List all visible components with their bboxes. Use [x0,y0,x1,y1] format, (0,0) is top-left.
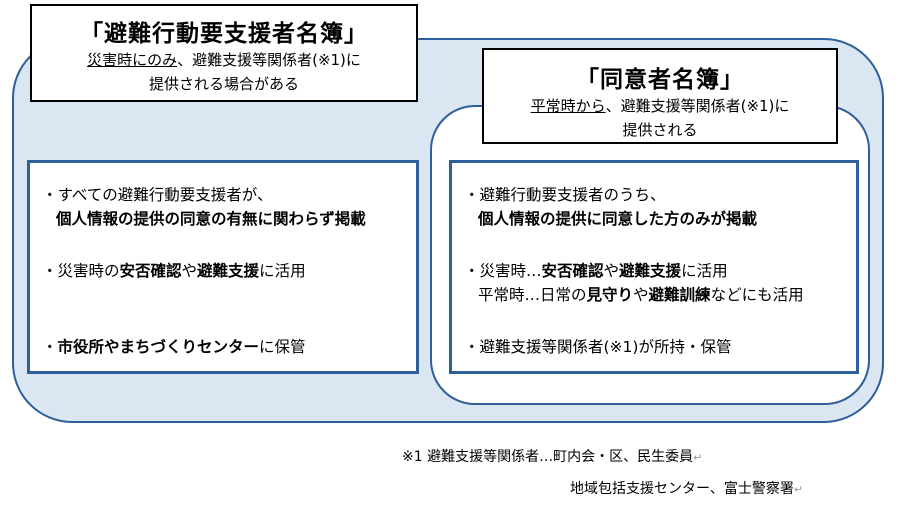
left-item-3: ・市役所やまちづくりセンターに保管 [42,338,306,356]
subtitle-underlined: 災害時にのみ [87,51,178,69]
left-item-2: ・災害時の安否確認や避難支援に活用 [42,262,306,280]
right-item-3: ・避難支援等関係者(※1)が所持・保管 [464,338,732,356]
subtitle-line2: 提供される [622,121,698,139]
evacuation-list-details: ・すべての避難行動要支援者が、 個人情報の提供の同意の有無に関わらず掲載 ・災害… [27,160,419,374]
subtitle-underlined: 平常時から [530,97,606,115]
consent-list-subtitle: 平常時から、避難支援等関係者(※1)に 提供される [484,94,836,142]
consent-list-details: ・避難行動要支援者のうち、 個人情報の提供に同意した方のみが掲載 ・災害時…安否… [449,160,859,374]
consent-list-title: 「同意者名簿」 [576,67,744,93]
consent-list-title-box: 「同意者名簿」 平常時から、避難支援等関係者(※1)に 提供される [482,48,838,144]
footnote-line-1: ※1 避難支援等関係者…町内会・区、民生委員↵ [402,449,703,465]
left-item-1: ・すべての避難行動要支援者が、 個人情報の提供の同意の有無に関わらず掲載 [42,186,366,228]
subtitle-rest: 、避難支援等関係者(※1)に [177,51,361,69]
right-item-1: ・避難行動要支援者のうち、 個人情報の提供に同意した方のみが掲載 [464,186,758,228]
return-mark-icon: ↵ [793,483,804,496]
evacuation-list-title: 「避難行動要支援者名簿」 [80,21,368,47]
evacuation-list-subtitle: 災害時にのみ、避難支援等関係者(※1)に 提供される場合がある [32,48,416,96]
right-item-2: ・災害時…安否確認や避難支援に活用 平常時…日常の見守りや避難訓練などにも活用 [464,262,804,304]
footnote-line-2: 地域包括支援センター、富士警察署↵ [570,481,804,497]
return-mark-icon: ↵ [693,451,703,464]
evacuation-list-title-box: 「避難行動要支援者名簿」 災害時にのみ、避難支援等関係者(※1)に 提供される場… [30,4,418,102]
subtitle-rest: 、避難支援等関係者(※1)に [605,97,790,115]
subtitle-line2: 提供される場合がある [148,75,299,93]
